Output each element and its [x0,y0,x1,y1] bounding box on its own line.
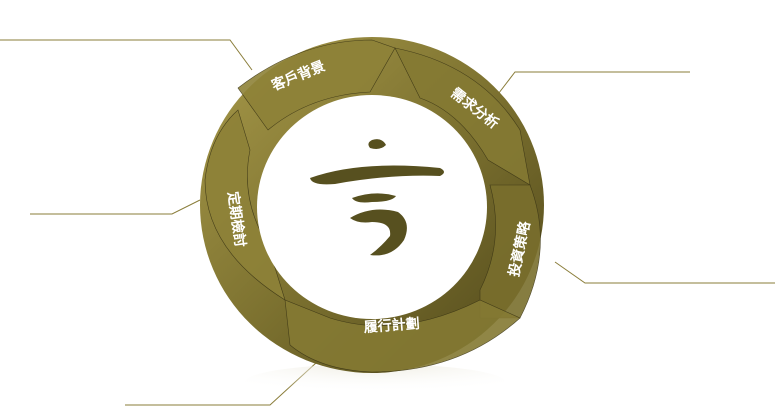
ring-reflection [245,364,505,400]
leader-lines [0,39,775,406]
brush-logo-icon [310,139,444,256]
arrow-segment-client-background [237,39,396,131]
leader-line-periodic-review [30,199,201,215]
ring-inner [257,95,487,319]
label-execution-plan: 履行計劃 [363,315,420,336]
leader-line-needs-analysis [491,71,690,103]
arrow-segment-needs-analysis [394,47,531,186]
leader-line-investment-strategy [554,261,775,284]
arrow-segment-execution-plan [284,299,521,373]
cycle-arrows [204,39,541,373]
arrow-segment-periodic-review [204,109,286,301]
leader-line-client-background [0,39,253,71]
